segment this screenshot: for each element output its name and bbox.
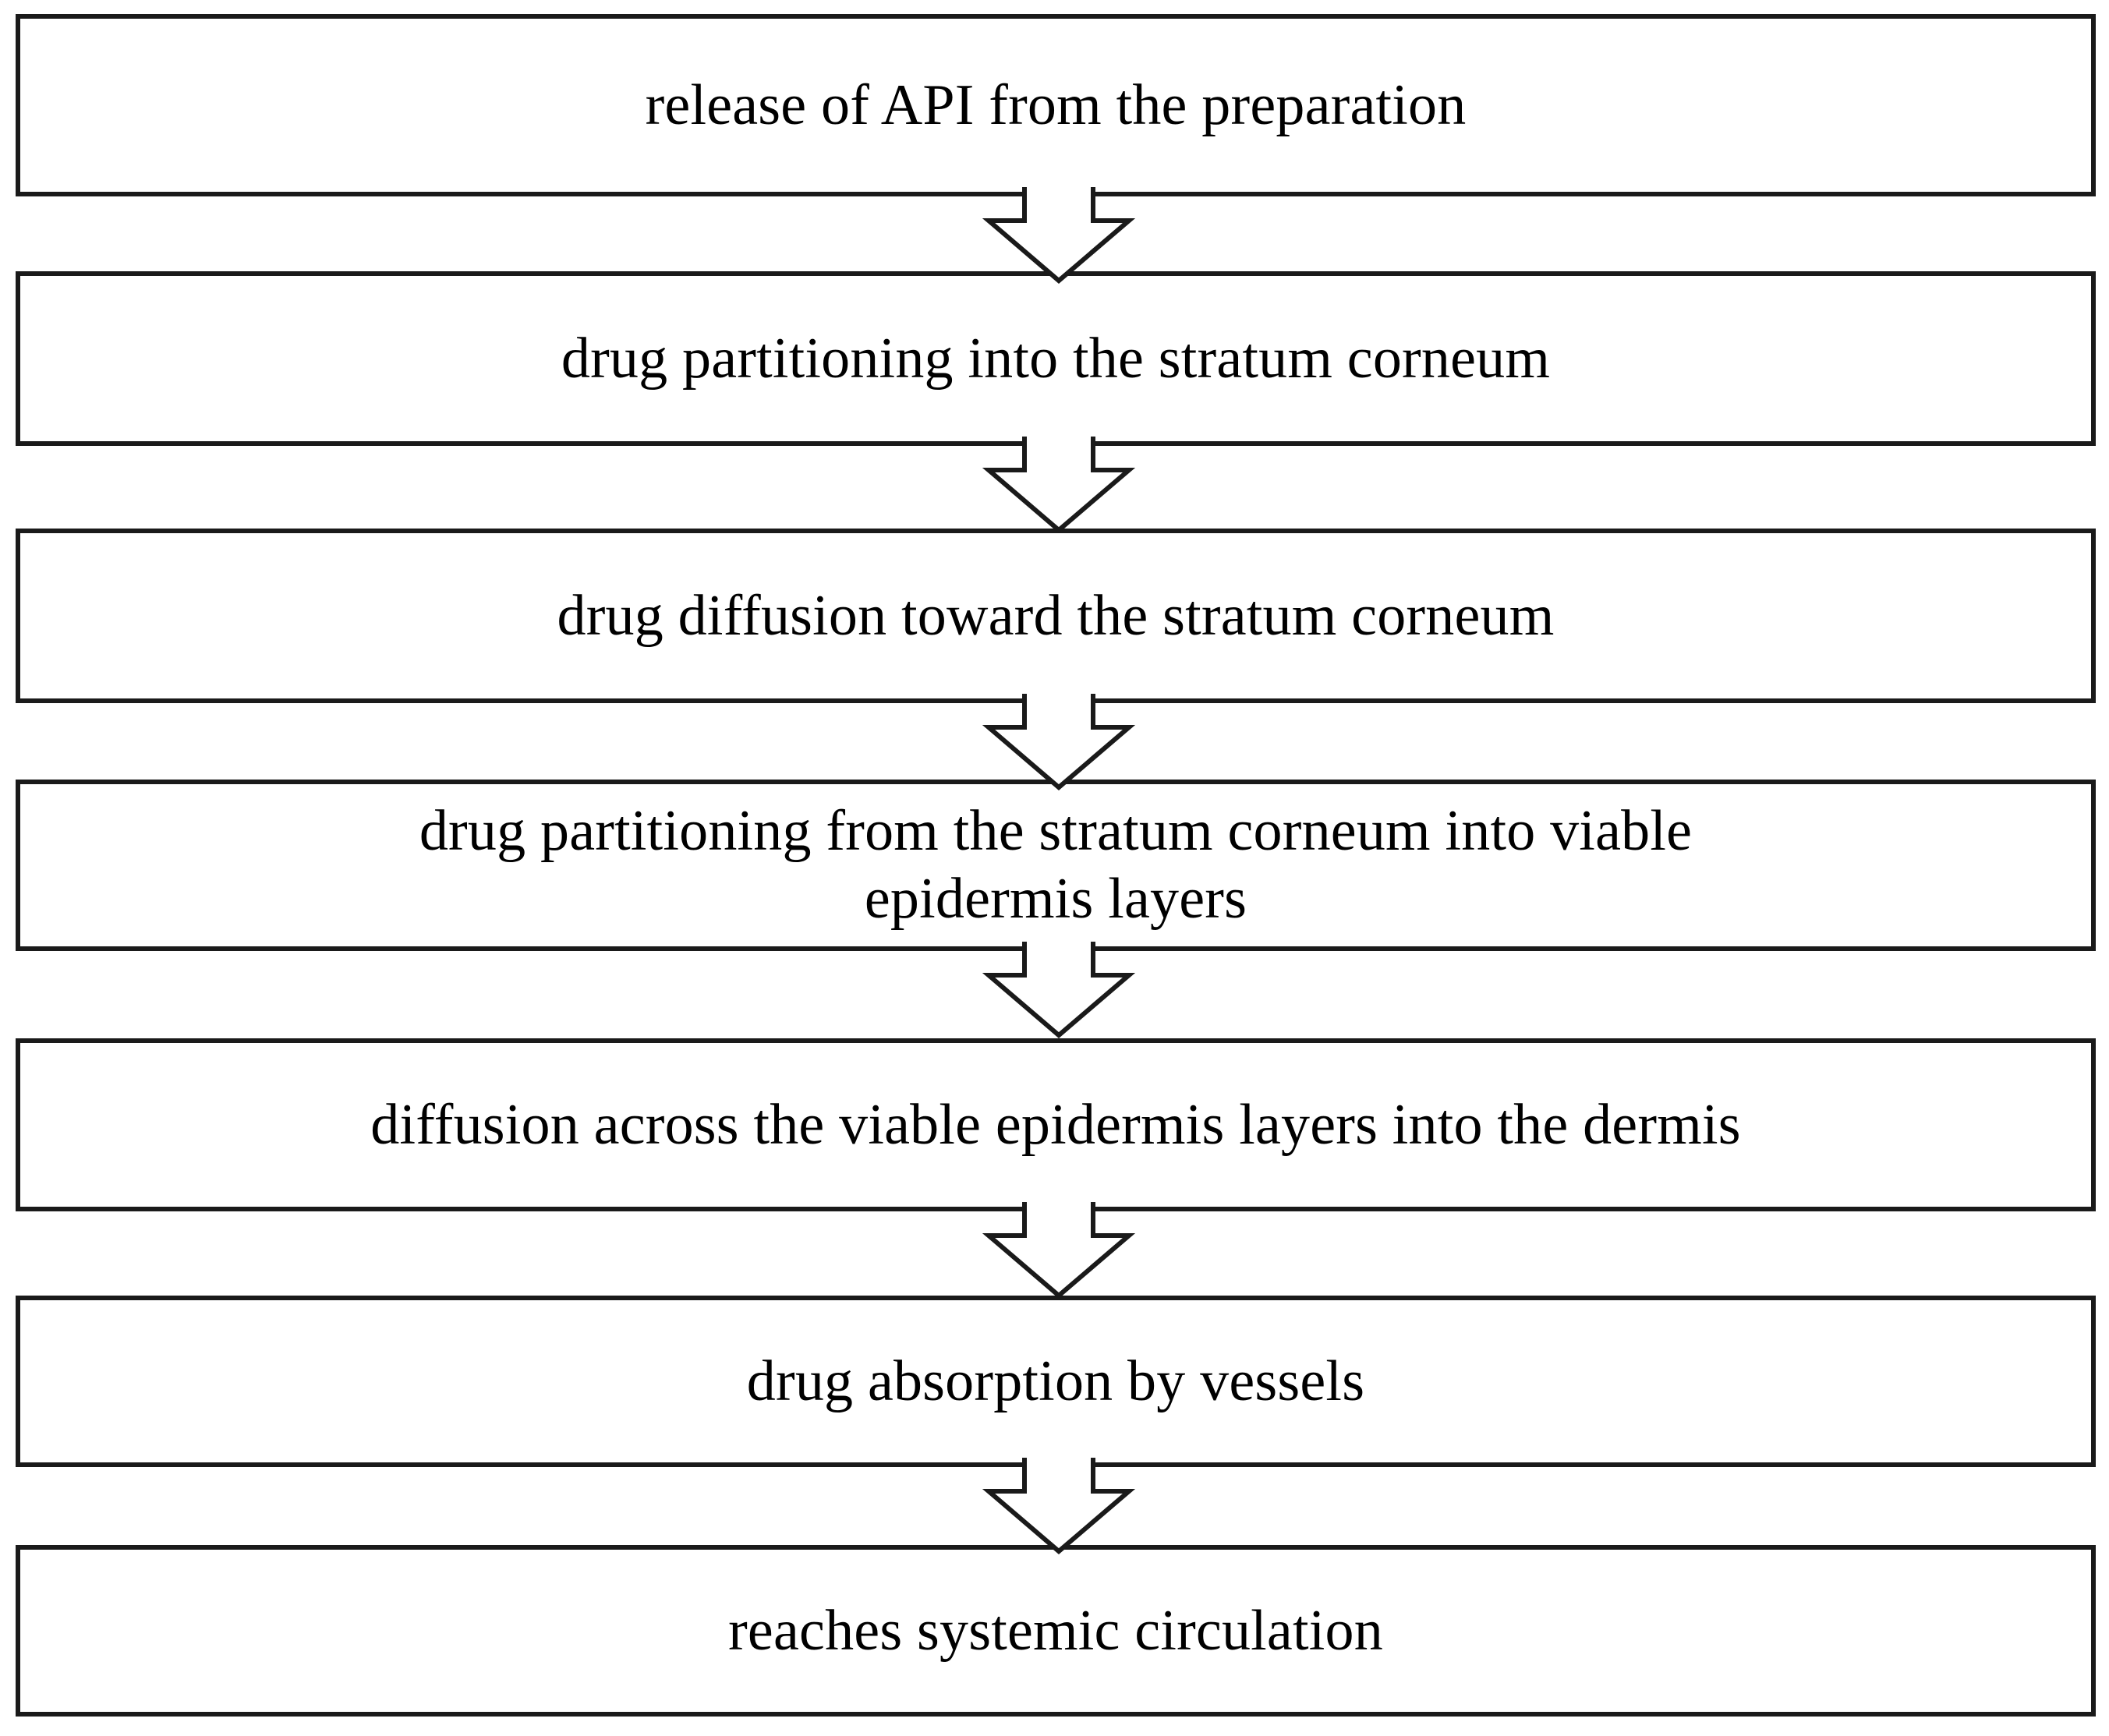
flow-node-label: reaches systemic circulation: [728, 1598, 1383, 1663]
down-arrow-icon: [982, 694, 1136, 790]
flow-arrow-down-6: [982, 1458, 1136, 1556]
flow-node-label: release of API from the preparation: [645, 72, 1467, 137]
flow-node-release-of-api[interactable]: release of API from the preparation: [16, 14, 2096, 196]
down-arrow-icon: [982, 942, 1136, 1038]
flow-node-label: drug partitioning into the stratum corne…: [561, 326, 1551, 391]
flow-node-label: diffusion across the viable epidermis la…: [370, 1092, 1741, 1157]
flow-node-drug-partitioning-into-sc[interactable]: drug partitioning into the stratum corne…: [16, 271, 2096, 446]
flow-node-diffusion-across-epidermis[interactable]: diffusion across the viable epidermis la…: [16, 1038, 2096, 1211]
flow-node-drug-diffusion-toward-sc[interactable]: drug diffusion toward the stratum corneu…: [16, 529, 2096, 703]
flow-node-label: drug diffusion toward the stratum corneu…: [557, 583, 1555, 648]
down-arrow-icon: [982, 437, 1136, 533]
flow-node-label: drug partitioning from the stratum corne…: [419, 799, 1693, 931]
flow-arrow-down-5: [982, 1202, 1136, 1300]
flow-arrow-down-2: [982, 437, 1136, 535]
flow-node-drug-partitioning-from-sc[interactable]: drug partitioning from the stratum corne…: [16, 780, 2096, 951]
flow-node-reaches-systemic-circulation[interactable]: reaches systemic circulation: [16, 1545, 2096, 1717]
down-arrow-icon: [982, 1202, 1136, 1299]
flow-node-drug-absorption-by-vessels[interactable]: drug absorption by vessels: [16, 1296, 2096, 1467]
flow-arrow-down-4: [982, 942, 1136, 1040]
flow-node-label: drug absorption by vessels: [746, 1349, 1365, 1413]
flow-arrow-down-3: [982, 694, 1136, 792]
down-arrow-icon: [982, 187, 1136, 284]
down-arrow-icon: [982, 1458, 1136, 1554]
